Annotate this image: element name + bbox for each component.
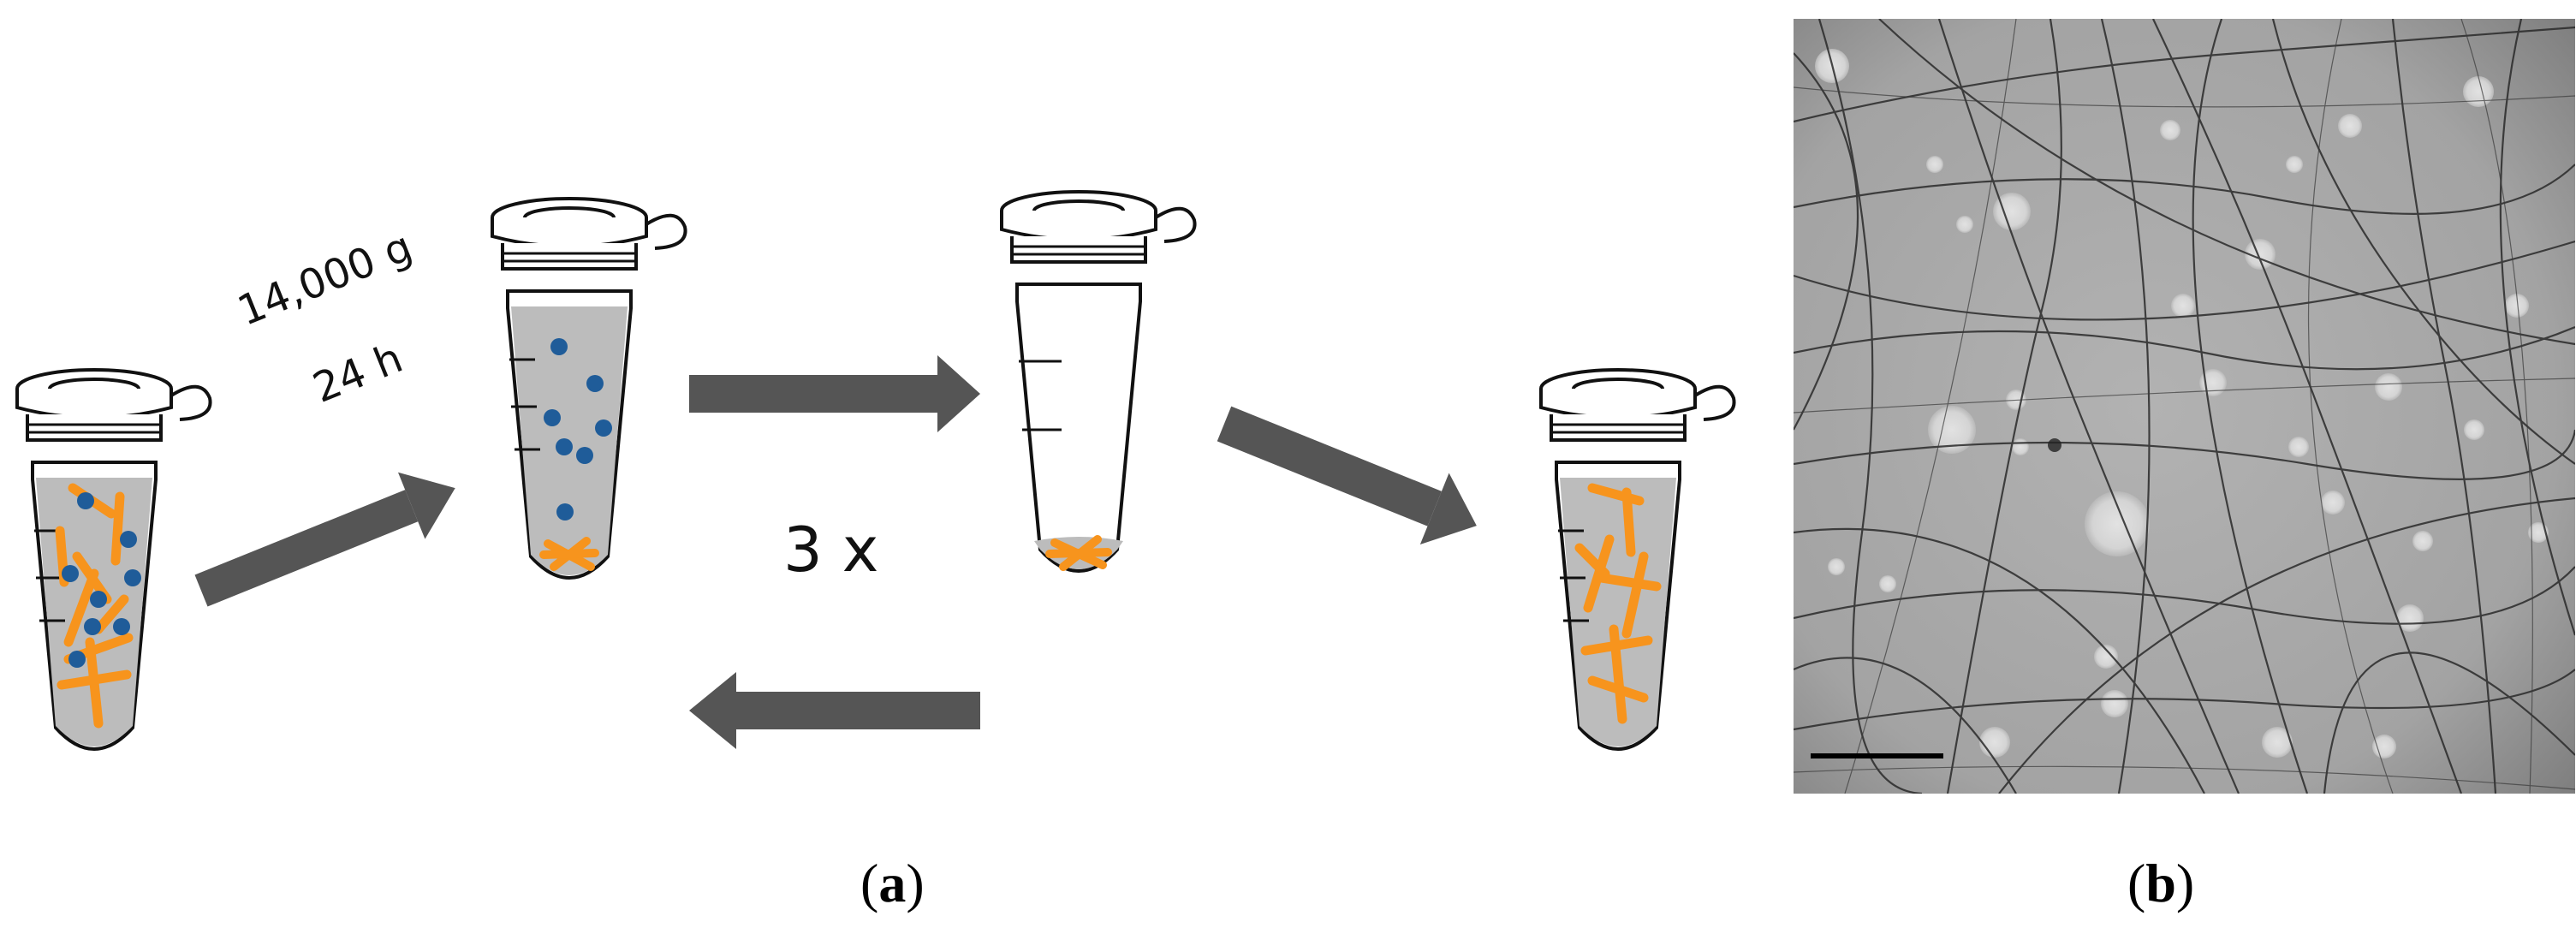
- arrow-icon: [689, 355, 980, 432]
- eppendorf-tube-icon: [1539, 368, 1736, 442]
- tube-centrifuged: [491, 197, 687, 580]
- panel-a-scheme: 14,000 g 24 h 3 x (a): [15, 190, 1736, 913]
- eppendorf-tube-icon: [491, 197, 687, 271]
- arrow-icon: [689, 672, 980, 749]
- vesicles: [1815, 49, 2549, 758]
- scheme-drawing: [15, 190, 1736, 751]
- arrow-icon: [1217, 406, 1477, 544]
- scale-bar: [1811, 753, 1943, 758]
- fibrils: [1574, 483, 1662, 724]
- repeat-count-label: 3 x: [783, 514, 879, 586]
- tube-purified-fibrils: [1539, 368, 1736, 751]
- particles: [544, 338, 612, 521]
- tem-image: [1794, 19, 2575, 794]
- tube-body: [1015, 283, 1142, 573]
- dark-spot: [2048, 438, 2061, 452]
- pellet: [1045, 535, 1112, 571]
- eppendorf-tube-icon: [15, 368, 212, 442]
- arrow-icon: [194, 472, 455, 607]
- panel-b-letter: b: [2145, 853, 2176, 913]
- tube-pellet-only: [1000, 190, 1197, 573]
- pellet: [539, 537, 599, 571]
- fibrils-fine: [1794, 19, 2575, 794]
- panel-a-caption: (a): [860, 853, 925, 913]
- panel-a-letter: a: [878, 853, 907, 913]
- particles: [62, 492, 141, 668]
- panel-b-caption: (b): [2127, 853, 2195, 913]
- panel-b-micrograph: [1794, 19, 2575, 794]
- tube-initial-mixture: [15, 368, 212, 751]
- eppendorf-tube-icon: [1000, 190, 1197, 264]
